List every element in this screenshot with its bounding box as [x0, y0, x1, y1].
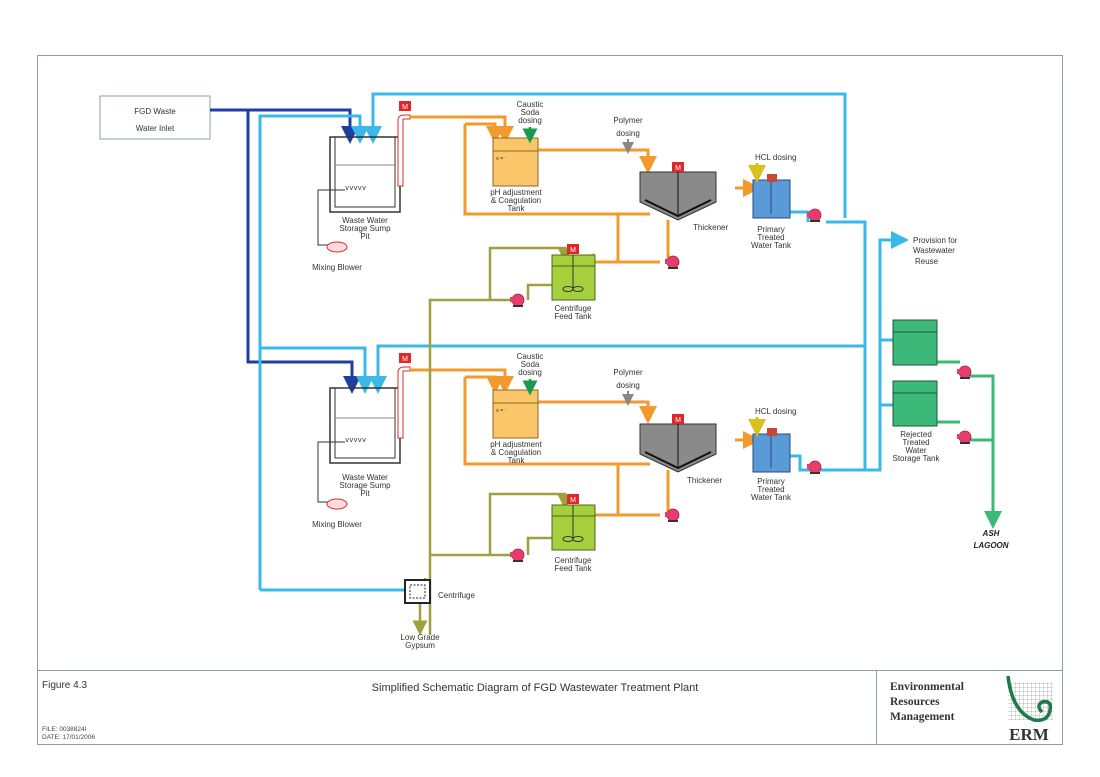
reuse-provision: Provision for Wastewater Reuse: [913, 236, 958, 266]
sump-pit-label: Waste Water: [342, 216, 388, 225]
centrifuge-feed-label: Feed Tank: [554, 312, 592, 321]
centrifuge: Centrifuge Low Grade Gypsum: [400, 579, 475, 650]
mixing-blower-label: Mixing Blower: [312, 520, 362, 529]
gypsum-label: Gypsum: [405, 641, 435, 650]
ph-tank-label: Tank: [508, 456, 526, 465]
centrifuge-feed-tank-2: Centrifuge Feed Tank: [551, 494, 596, 573]
primary-tank-label: Water Tank: [751, 241, 792, 250]
rejected-tank-label: Water: [905, 446, 926, 455]
ph-tank-label: pH adjustment: [490, 440, 542, 449]
rejected-tank-label: Rejected: [900, 430, 932, 439]
primary-tank-label: Primary: [757, 477, 785, 486]
caustic-label: dosing: [518, 116, 542, 125]
svg-text:≡ = ⁻: ≡ = ⁻: [496, 408, 508, 414]
centrifuge-feed-label: Feed Tank: [554, 564, 592, 573]
primary-tank-1: HCL dosing Primary Treated Water Tank: [748, 153, 797, 250]
primary-tank-2: HCL dosing Primary Treated Water Tank: [748, 407, 797, 502]
gypsum-label: Low Grade: [400, 633, 440, 642]
svg-text:≡ = ⁻: ≡ = ⁻: [496, 156, 508, 162]
ph-tank-label: & Coagulation: [491, 196, 541, 205]
primary-tank-label: Water Tank: [751, 493, 792, 502]
hcl-label: HCL dosing: [755, 153, 797, 162]
drawing-frame: [37, 55, 1063, 745]
footer-vertical-divider: [876, 670, 877, 745]
org-line: Management: [890, 711, 955, 723]
org-line: Environmental: [890, 681, 964, 693]
ph-tank-2: ≡ = ⁻ Caustic Soda dosing pH adjustment …: [490, 352, 543, 465]
thickener-2: Thickener: [639, 414, 722, 485]
polymer-label: dosing: [616, 381, 640, 390]
inlet-label-2: Water Inlet: [136, 124, 175, 133]
centrifuge-feed-label: Centrifuge: [555, 556, 592, 565]
inlet-box: FGD Waste Water Inlet: [99, 95, 211, 140]
rejected-tank-label: Treated: [902, 438, 929, 447]
caustic-label: Caustic: [517, 352, 544, 361]
org-name: Environmental Resources Management: [890, 680, 964, 725]
ash-lagoon-label: ASH: [982, 529, 1000, 538]
figure-number: Figure 4.3: [42, 680, 88, 691]
rejected-tanks: Rejected Treated Water Storage Tank: [892, 319, 941, 463]
sump-pit-label: Storage Sump: [339, 224, 391, 233]
sump-pit-label: Storage Sump: [339, 481, 391, 490]
caustic-label: Soda: [521, 108, 540, 117]
svg-text:vvvvv: vvvvv: [345, 184, 366, 192]
centrifuge-label: Centrifuge: [438, 591, 475, 600]
reuse-label: Provision for: [913, 236, 958, 245]
polymer-label: Polymer: [613, 116, 643, 125]
figure-title: Simplified Schematic Diagram of FGD Wast…: [371, 682, 699, 694]
polymer-dosing: Polymer dosing Polymer dosing: [613, 116, 643, 406]
sump-pit-label: Pit: [360, 489, 370, 498]
centrifuge-feed-tank-1: Centrifuge Feed Tank: [551, 244, 596, 321]
erm-logo-text: ERM: [1009, 725, 1049, 744]
thickener-label: Thickener: [687, 476, 722, 485]
reuse-label: Wastewater: [913, 246, 955, 255]
sump-pit-1: vvvvv Waste Water Storage Sump Pit Mixin…: [312, 101, 411, 272]
sump-pit-label: Waste Water: [342, 473, 388, 482]
ph-tank-label: Tank: [508, 204, 526, 213]
sump-pit-2: vvvvv Waste Water Storage Sump Pit Mixin…: [312, 353, 411, 529]
sump-pit-label: Pit: [360, 232, 370, 241]
file-id: FILE: 0038824l: [42, 726, 87, 733]
inlet-lines: [210, 108, 361, 394]
polymer-label: Polymer: [613, 368, 643, 377]
thickener-1: Thickener: [639, 162, 728, 232]
centrifuge-feed-label: Centrifuge: [555, 304, 592, 313]
caustic-label: Caustic: [517, 100, 544, 109]
file-date: DATE: 17/01/2006: [42, 734, 95, 741]
hcl-label: HCL dosing: [755, 407, 797, 416]
ash-lagoon: ASH LAGOON: [973, 529, 1008, 550]
file-info: FILE: 0038824l DATE: 17/01/2006: [42, 726, 95, 742]
mixing-blower-label: Mixing Blower: [312, 263, 362, 272]
footer-divider: [37, 670, 1063, 671]
ph-tank-1: ≡ = ⁻ Caustic Soda dosing pH adjustment …: [490, 100, 543, 213]
rejected-tank-label: Storage Tank: [893, 454, 941, 463]
ash-lagoon-label: LAGOON: [973, 541, 1008, 550]
polymer-label: dosing: [616, 129, 640, 138]
ph-tank-label: & Coagulation: [491, 448, 541, 457]
primary-tank-label: Treated: [757, 233, 784, 242]
caustic-label: Soda: [521, 360, 540, 369]
inlet-label-1: FGD Waste: [134, 107, 176, 116]
org-line: Resources: [890, 696, 940, 708]
erm-logo-icon: ERM: [1006, 675, 1053, 744]
recycle-lines: [258, 92, 909, 592]
svg-text:vvvvv: vvvvv: [345, 436, 366, 444]
ph-tank-label: pH adjustment: [490, 188, 542, 197]
reuse-label: Reuse: [915, 257, 939, 266]
discharge-lines: [937, 360, 1002, 529]
primary-tank-label: Treated: [757, 485, 784, 494]
thickener-label: Thickener: [693, 223, 728, 232]
caustic-label: dosing: [518, 368, 542, 377]
primary-tank-label: Primary: [757, 225, 785, 234]
